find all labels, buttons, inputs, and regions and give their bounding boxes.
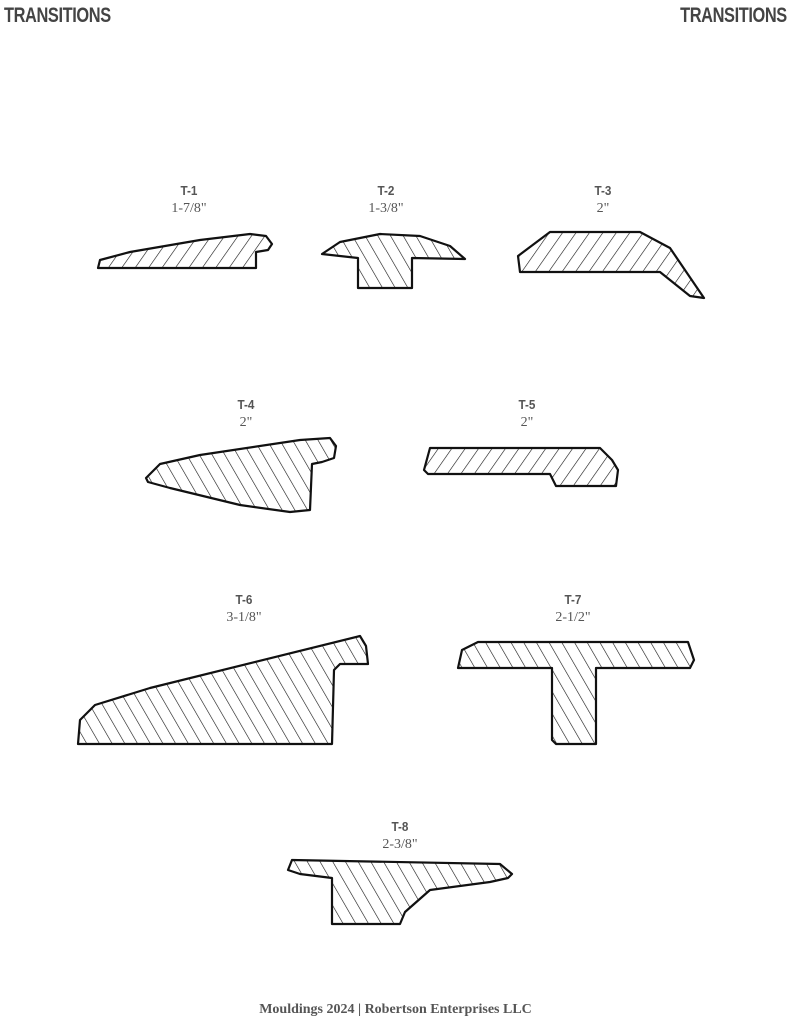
profile-t6-drawing — [76, 634, 370, 746]
profile-size: 1-3/8" — [368, 201, 404, 216]
profile-label-t3: T-3 2" — [533, 182, 673, 218]
profile-label-t7: T-7 2-1/2" — [503, 591, 643, 627]
profile-code: T-6 — [235, 592, 253, 607]
profile-t5-drawing — [422, 446, 620, 488]
profile-code: T-1 — [180, 183, 198, 198]
profile-size: 2-1/2" — [555, 610, 591, 625]
profile-t2-drawing — [320, 232, 467, 290]
profile-code: T-8 — [391, 819, 409, 834]
profile-size: 1-7/8" — [171, 201, 207, 216]
profile-label-t5: T-5 2" — [457, 396, 597, 432]
profile-code: T-3 — [594, 183, 612, 198]
profile-size: 2" — [520, 415, 534, 430]
profile-size: 2-3/8" — [382, 837, 418, 852]
page-header-title-left: TRANSITIONS — [4, 4, 111, 27]
profile-t4-drawing — [144, 436, 338, 514]
profile-label-t1: T-1 1-7/8" — [119, 182, 259, 218]
profile-size: 3-1/8" — [226, 610, 262, 625]
profile-code: T-5 — [518, 397, 536, 412]
profile-label-t8: T-8 2-3/8" — [330, 818, 470, 854]
profile-label-t2: T-2 1-3/8" — [316, 182, 456, 218]
profile-t8-drawing — [286, 858, 514, 926]
profile-t1-drawing — [96, 232, 274, 270]
page-footer: Mouldings 2024 | Robertson Enterprises L… — [259, 1002, 532, 1017]
profile-size: 2" — [596, 201, 610, 216]
profile-label-t4: T-4 2" — [176, 396, 316, 432]
profile-code: T-4 — [237, 397, 255, 412]
profile-t7-drawing — [456, 640, 696, 746]
profile-code: T-2 — [377, 183, 395, 198]
profile-t3-drawing — [516, 230, 706, 300]
profile-label-t6: T-6 3-1/8" — [174, 591, 314, 627]
profile-code: T-7 — [564, 592, 582, 607]
profile-size: 2" — [239, 415, 253, 430]
page-header-title-right: TRANSITIONS — [680, 4, 787, 27]
